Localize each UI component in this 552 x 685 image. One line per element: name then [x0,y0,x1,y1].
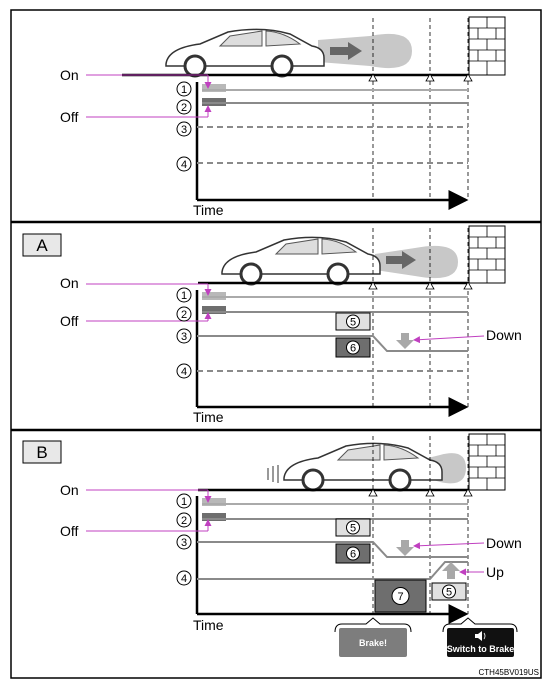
circle-number-3: 3 [181,124,187,136]
section-b-box [22,440,62,464]
section-b-label: B [36,443,47,462]
circle-number-3: 3 [181,331,187,343]
headlight-beam-icon [318,33,412,69]
headlight-beam-icon [375,245,458,279]
down-label: Down [486,535,522,551]
on-label: On [60,275,79,291]
up-arrow-icon [442,562,460,579]
off-label: Off [60,523,79,539]
brick-wall-icon [468,225,506,284]
down-arrow-icon [396,333,414,349]
switch-to-brake-label: Switch to Brake [447,644,515,654]
forward-arrow-icon [330,42,362,60]
circle-number-7: 7 [397,591,403,603]
car-icon [283,442,443,492]
circle-number-5: 5 [350,523,356,535]
down-arrow-icon [396,540,414,556]
brake-button-label: Brake! [359,638,387,648]
switch-to-brake-button [447,628,514,657]
circle-number-1: 1 [181,496,187,508]
time-label: Time [193,409,224,425]
circle-number-5: 5 [350,317,356,329]
circle-number-6: 6 [350,549,356,561]
up-label: Up [486,564,504,580]
car-icon [165,28,325,78]
speed-lines-icon [267,465,279,483]
footer-code: CTH45BV019US [479,668,539,677]
on-label: On [60,67,79,83]
circle-number-6: 6 [350,343,356,355]
forward-arrow-icon [386,251,416,269]
panel-a [22,225,506,417]
circle-number-4: 4 [181,366,187,378]
brick-wall-icon [468,16,506,76]
text-layer: On Off Time 1 2 3 4 A On Off Time Down 1… [36,67,539,677]
speaker-icon [475,631,486,641]
panel-1 [86,16,506,210]
circle-number-1: 1 [181,290,187,302]
down-label: Down [486,327,522,343]
circle-number-1: 1 [181,84,187,96]
circle-number-2: 2 [181,309,187,321]
brick-wall-icon [468,433,506,491]
off-label: Off [60,109,79,125]
car-icon [221,236,381,286]
panel-b [22,433,518,657]
time-label: Time [193,617,224,633]
off-label: Off [60,313,79,329]
circle-number-3: 3 [181,537,187,549]
section-a-box [22,233,62,257]
circle-number-4: 4 [181,573,187,585]
outer-frame [10,9,542,679]
on-label: On [60,482,79,498]
time-label: Time [193,202,224,218]
circle-number-2: 2 [181,515,187,527]
brake-warning-button [339,628,407,657]
section-a-label: A [36,236,48,255]
circle-number-5: 5 [446,587,452,599]
circle-number-4: 4 [181,159,187,171]
circle-number-2: 2 [181,102,187,114]
